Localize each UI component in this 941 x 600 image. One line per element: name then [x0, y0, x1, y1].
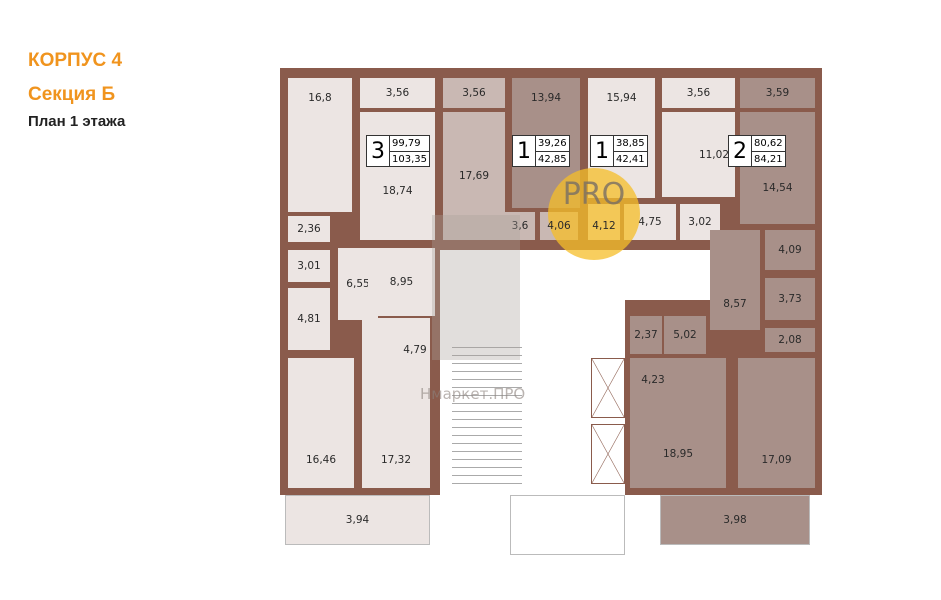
room[interactable]: 14,54 [740, 112, 815, 224]
entrance-porch [510, 495, 625, 555]
room[interactable]: 4,81 [288, 288, 330, 350]
watermark-logo [432, 215, 520, 360]
room[interactable]: 4,23 [630, 358, 726, 488]
room[interactable]: 16,8 [288, 78, 352, 212]
room[interactable]: 4,79 [403, 344, 427, 356]
watermark-text: Нмаркет.ПРО [420, 385, 526, 403]
section-title: Секция Б [28, 84, 116, 105]
room[interactable]: 17,32 [362, 318, 430, 488]
floor-plan-title: План 1 этажа [28, 113, 126, 130]
room-balcony[interactable]: 3,59 [740, 78, 815, 108]
room[interactable]: 8,57 [710, 230, 760, 330]
room[interactable]: 16,46 [288, 358, 354, 488]
room[interactable]: 4,12 [592, 220, 616, 232]
room-count: 3 [367, 136, 390, 166]
room-balcony[interactable]: 3,56 [360, 78, 435, 108]
room-count: 1 [513, 136, 536, 166]
living-area: 99,79 [390, 136, 429, 152]
living-area: 39,26 [536, 136, 569, 152]
room-balcony[interactable]: 3,56 [662, 78, 735, 108]
room[interactable]: 4,09 [765, 230, 815, 270]
elevator [591, 424, 625, 484]
living-area: 80,62 [752, 136, 785, 152]
total-area: 84,21 [754, 154, 783, 165]
building-title: КОРПУС 4 [28, 50, 123, 71]
room[interactable]: 2,08 [765, 328, 815, 352]
room[interactable]: 8,95 [368, 248, 435, 316]
room-balcony[interactable]: 3,56 [443, 78, 505, 108]
apartment-badge[interactable]: 3 99,79 103,35 [366, 135, 430, 167]
watermark-pro-badge: PRO [548, 168, 640, 260]
room-count: 2 [729, 136, 752, 166]
room[interactable]: 3,01 [288, 250, 330, 282]
room[interactable]: 18,74 [360, 112, 435, 240]
total-area: 42,85 [538, 154, 567, 165]
room[interactable]: 2,37 [630, 316, 662, 354]
living-area: 38,85 [614, 136, 647, 152]
room[interactable]: 3,6 [505, 212, 535, 240]
apartment-badge[interactable]: 1 39,26 42,85 [512, 135, 570, 167]
room[interactable]: 11,02 [662, 112, 735, 197]
total-area: 103,35 [392, 154, 427, 165]
room-balcony[interactable]: 3,94 [285, 495, 430, 545]
stairs [452, 340, 522, 490]
elevator [591, 358, 625, 418]
room[interactable]: 17,69 [443, 112, 505, 240]
apartment-badge[interactable]: 1 38,85 42,41 [590, 135, 648, 167]
room-balcony[interactable]: 3,98 [660, 495, 810, 545]
total-area: 42,41 [616, 154, 645, 165]
apartment-badge[interactable]: 2 80,62 84,21 [728, 135, 786, 167]
room[interactable]: 4,06 [547, 220, 571, 232]
room-count: 1 [591, 136, 614, 166]
room[interactable]: 3,73 [765, 278, 815, 320]
corridor [440, 250, 710, 300]
room[interactable]: 18,95 [662, 448, 694, 460]
room[interactable]: 5,02 [664, 316, 706, 354]
room[interactable]: 2,36 [288, 216, 330, 242]
room[interactable]: 17,09 [738, 358, 815, 488]
